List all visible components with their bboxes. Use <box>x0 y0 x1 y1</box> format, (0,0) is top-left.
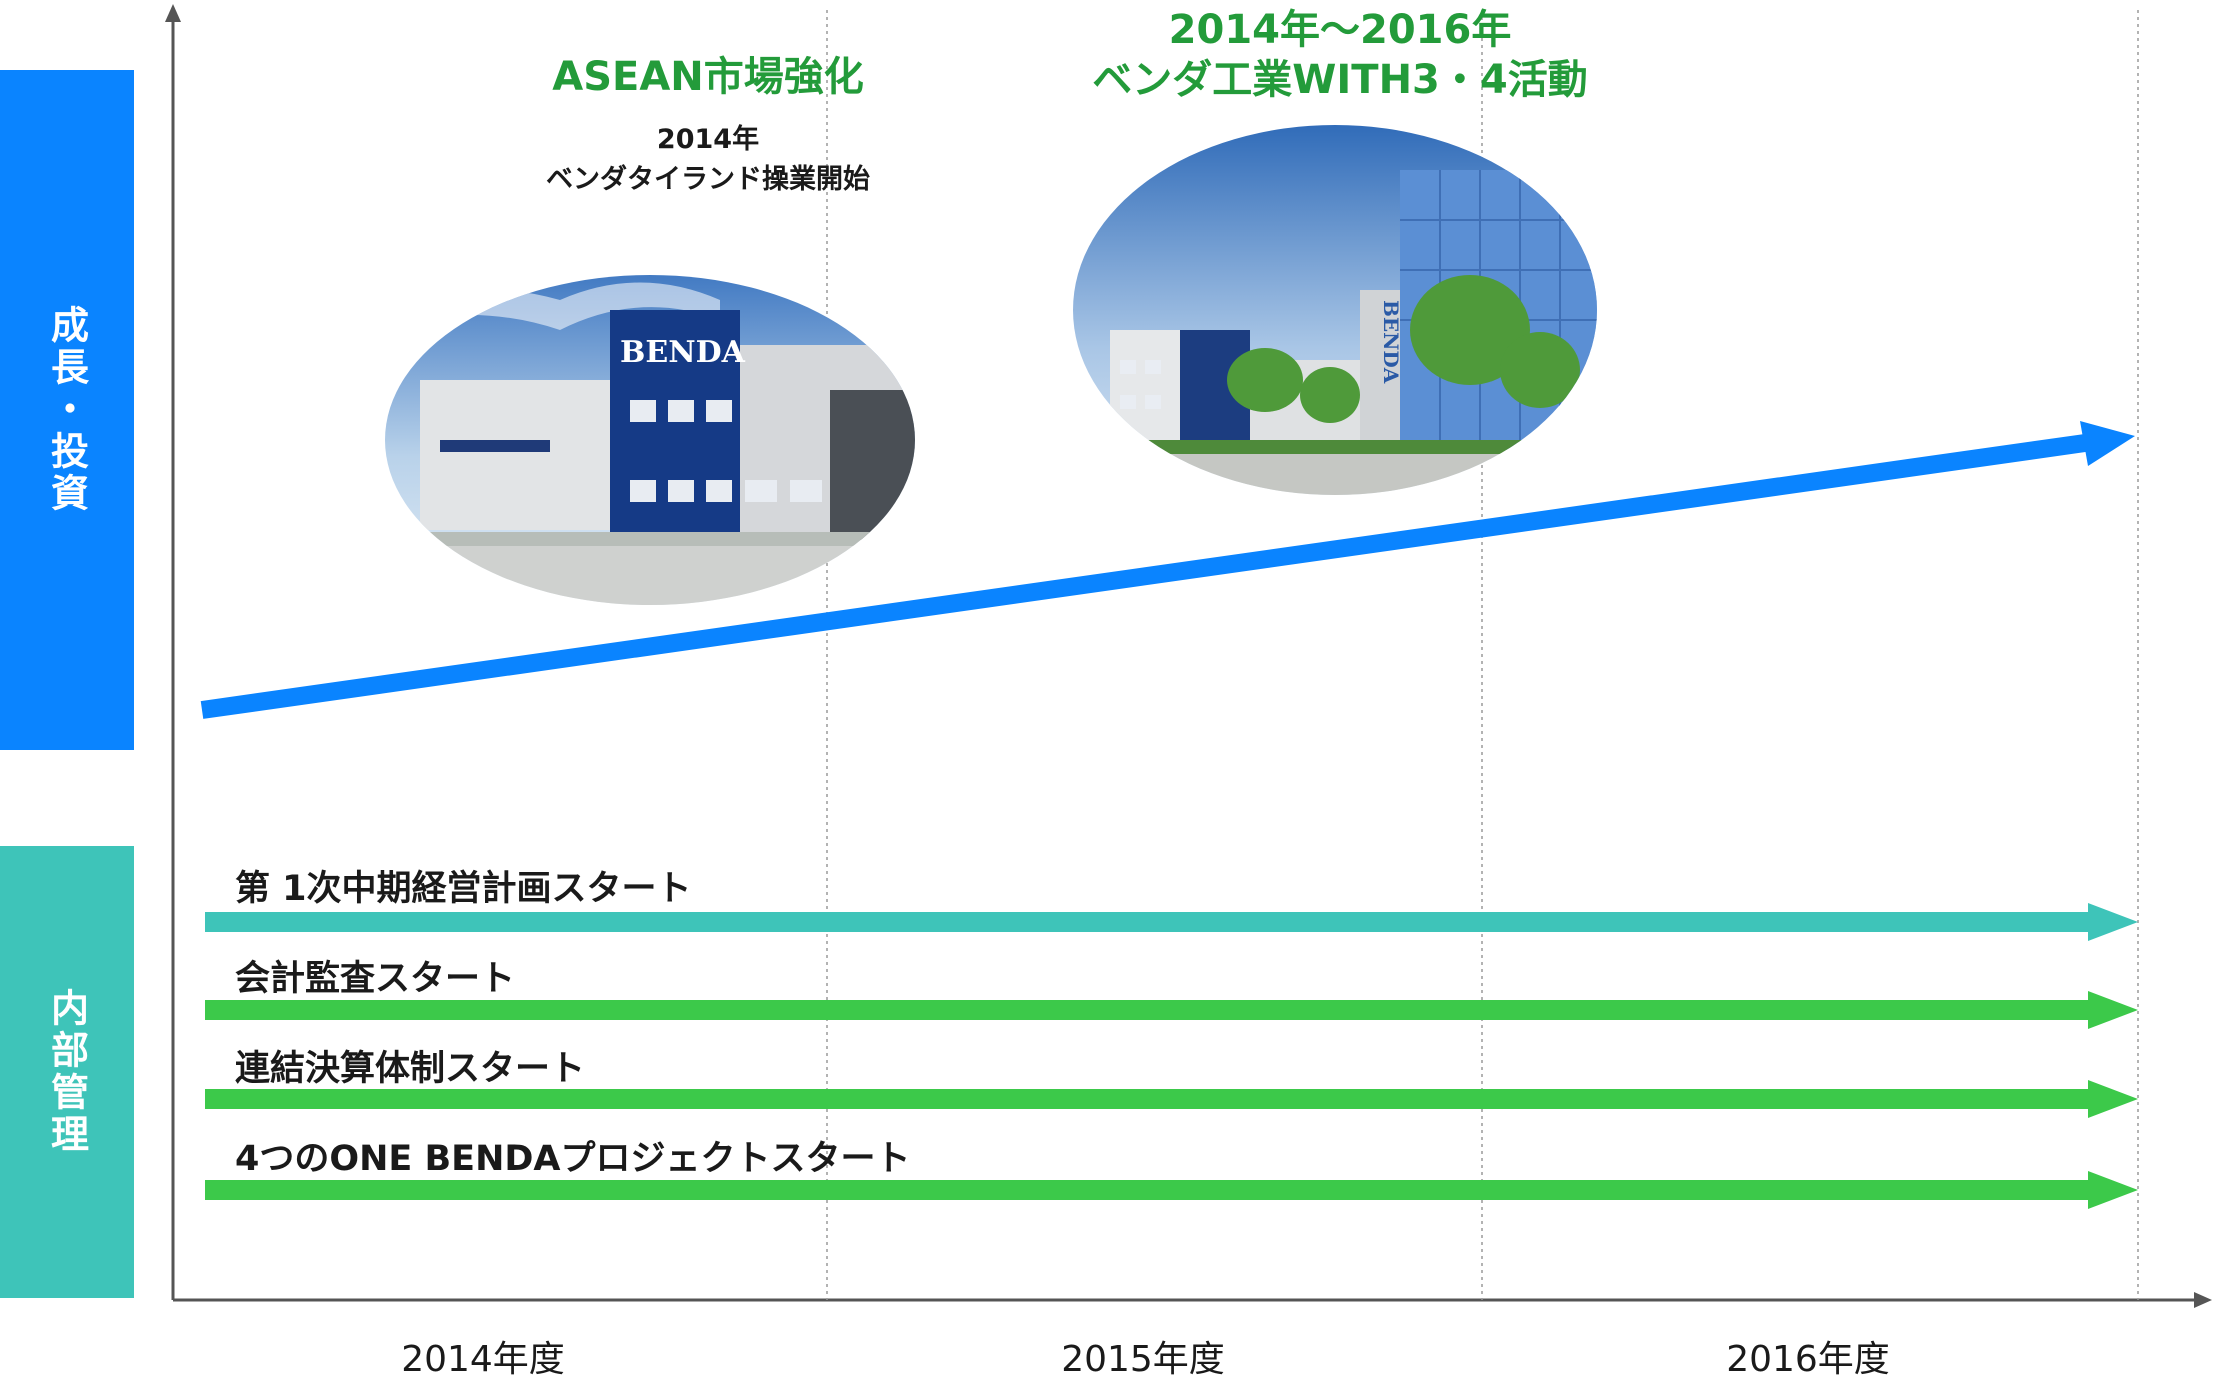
bar-arrow-3-head <box>2088 1171 2138 1209</box>
y-axis-arrowhead <box>165 4 181 22</box>
year-dividers <box>826 10 2139 1300</box>
bar-arrow-2-head <box>2088 1080 2138 1118</box>
with-activity-title: 2014年～2016年 ベンダ工業WITH3・4活動 <box>1040 5 1640 105</box>
x-tick-label-2015: 2015年度 <box>1061 1339 1225 1380</box>
with-title-line2: ベンダ工業WITH3・4活動 <box>1092 57 1588 103</box>
with-title-line1: 2014年～2016年 <box>1168 7 1512 53</box>
growth-category-block: 成長・投資 <box>0 70 134 750</box>
thailand-factory-photo: BENDA <box>385 275 915 605</box>
bar-arrow-0-head <box>2088 903 2138 941</box>
japan-sign-text: BENDA <box>1379 300 1403 384</box>
asean-subtitle-year: 2014年 <box>656 124 760 155</box>
japan-headquarters-photo: BENDA <box>1073 125 1597 495</box>
asean-title: ASEAN市場強化 <box>552 54 864 100</box>
growth-arrow-head <box>2080 421 2135 466</box>
growth-category-label: 成長・投資 <box>44 305 89 515</box>
bar-label-0: 第 1次中期経営計画スタート <box>235 869 692 909</box>
internal-arrows <box>205 903 2138 1209</box>
x-axis-arrowhead <box>2194 1292 2212 1308</box>
x-tick-label-2016: 2016年度 <box>1726 1339 1890 1380</box>
internal-category-label: 内部管理 <box>44 988 89 1156</box>
x-tick-label-2014: 2014年度 <box>401 1339 565 1380</box>
growth-arrow <box>200 421 2135 719</box>
asean-subtitle-text: ベンダタイランド操業開始 <box>546 164 870 195</box>
bar-label-2: 連結決算体制スタート <box>235 1049 586 1089</box>
bar-label-3: 4つのONE BENDAプロジェクトスタート <box>235 1139 911 1179</box>
thailand-sign-text: BENDA <box>620 335 746 370</box>
bar-arrow-1-head <box>2088 991 2138 1029</box>
growth-arrow-shaft <box>200 434 2087 719</box>
bar-label-1: 会計監査スタート <box>235 959 516 999</box>
asean-subtitle: 2014年 ベンダタイランド操業開始 <box>448 120 968 200</box>
axes <box>165 4 2212 1308</box>
internal-category-block: 内部管理 <box>0 846 134 1298</box>
